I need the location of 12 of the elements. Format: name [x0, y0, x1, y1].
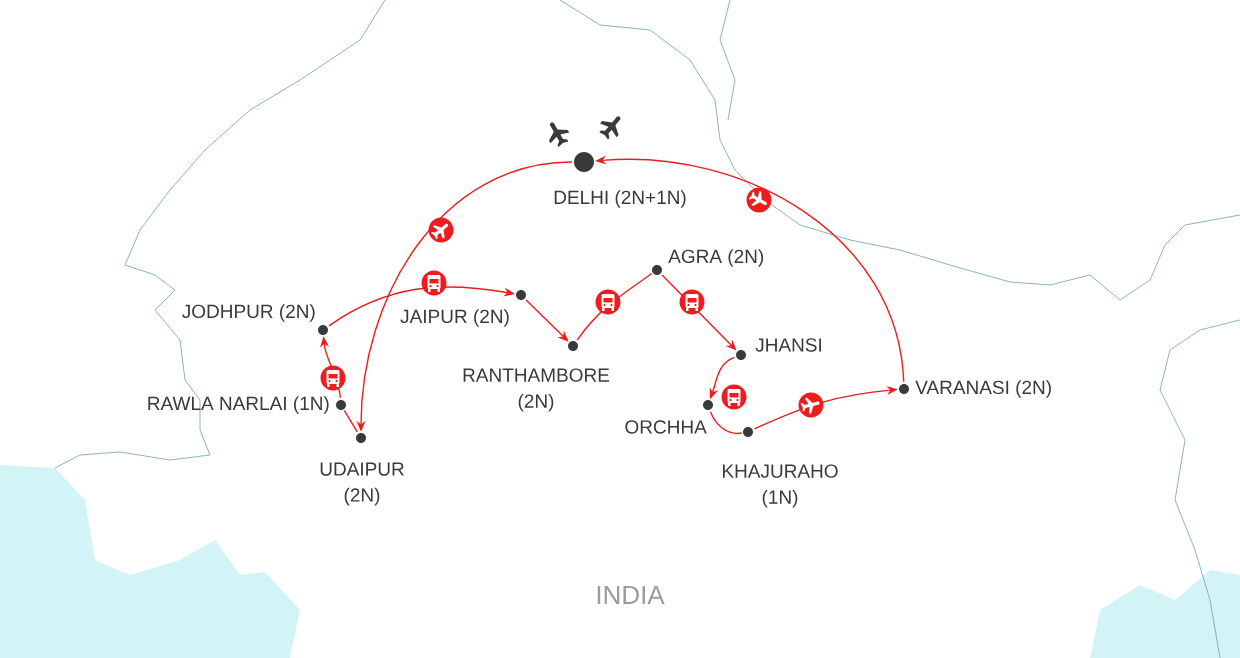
- city-label: JHANSI: [755, 338, 821, 352]
- city-label: UDAIPUR (2N): [320, 462, 404, 506]
- city-label: RANTHAMBORE (2N): [463, 368, 610, 412]
- city-label: AGRA (2N): [668, 249, 764, 267]
- country-label: INDIA: [597, 586, 665, 604]
- city-label: JODHPUR (2N): [182, 304, 315, 322]
- city-label: KHAJURAHO (1N): [722, 464, 838, 508]
- city-label: DELHI (2N+1N): [554, 190, 686, 208]
- city-label: JAIPUR (2N): [400, 309, 509, 327]
- city-label: ORCHHA: [625, 420, 707, 434]
- city-label: VARANASI (2N): [915, 380, 1051, 398]
- city-label: RAWLA NARLAI (1N): [148, 396, 329, 414]
